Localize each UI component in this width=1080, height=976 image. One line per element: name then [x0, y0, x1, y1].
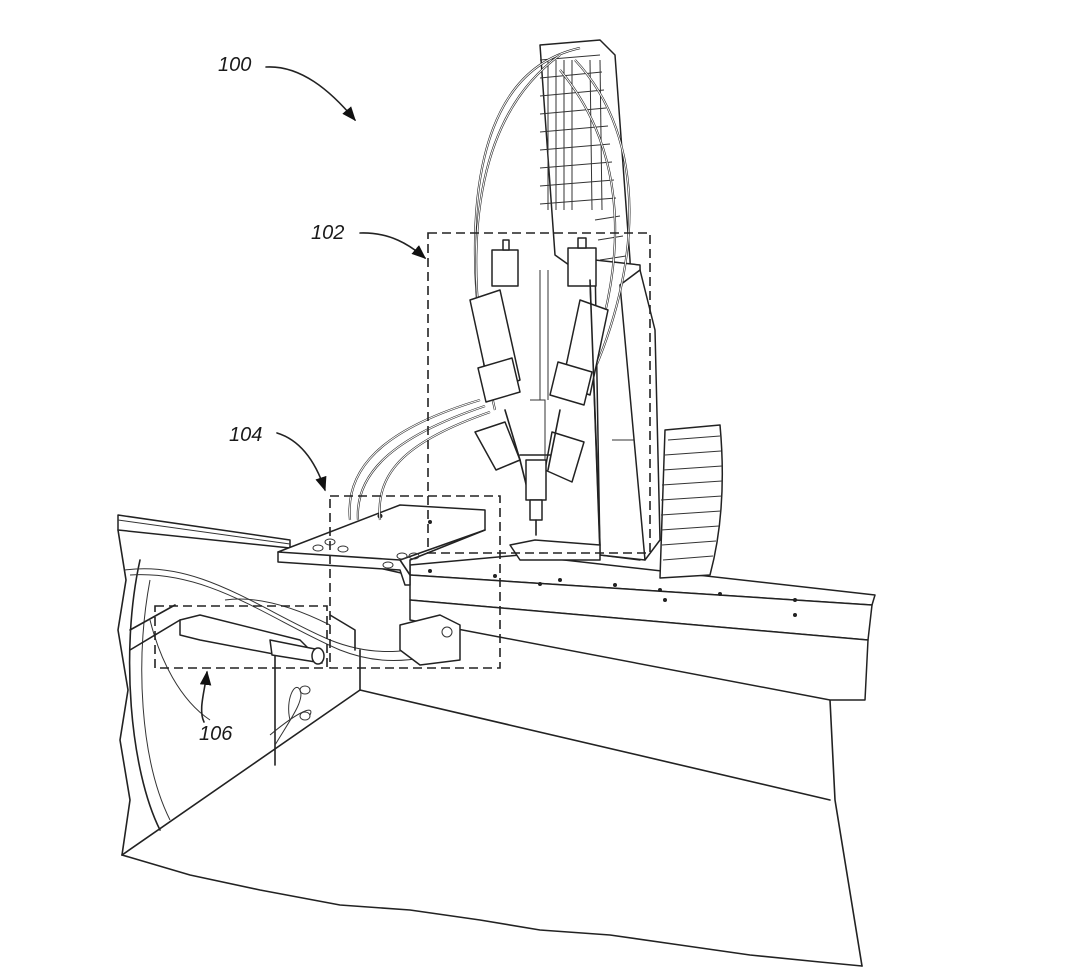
- leader-arrow-100: [265, 66, 356, 122]
- machine-base: [117, 529, 863, 967]
- leader-arrow-104: [276, 432, 327, 492]
- callout-box-102: [427, 232, 651, 554]
- dispensing-head-parts: [469, 46, 631, 561]
- column-and-cable-chain: [539, 39, 661, 561]
- drive-wheel: [659, 424, 724, 579]
- leader-arrow-102: [359, 232, 427, 259]
- callout-box-106: [154, 605, 328, 669]
- ref-label-100: 100: [218, 54, 251, 76]
- ref-label-104: 104: [229, 424, 262, 446]
- cable-bundle: [348, 398, 491, 521]
- callout-box-104: [329, 495, 501, 669]
- leader-arrow-106: [199, 670, 212, 723]
- lower-assembly-parts: [124, 568, 461, 666]
- gantry-rail: [117, 514, 876, 701]
- platform-plate: [277, 504, 486, 586]
- ref-label-106: 106: [199, 723, 233, 745]
- ref-label-102: 102: [311, 222, 344, 244]
